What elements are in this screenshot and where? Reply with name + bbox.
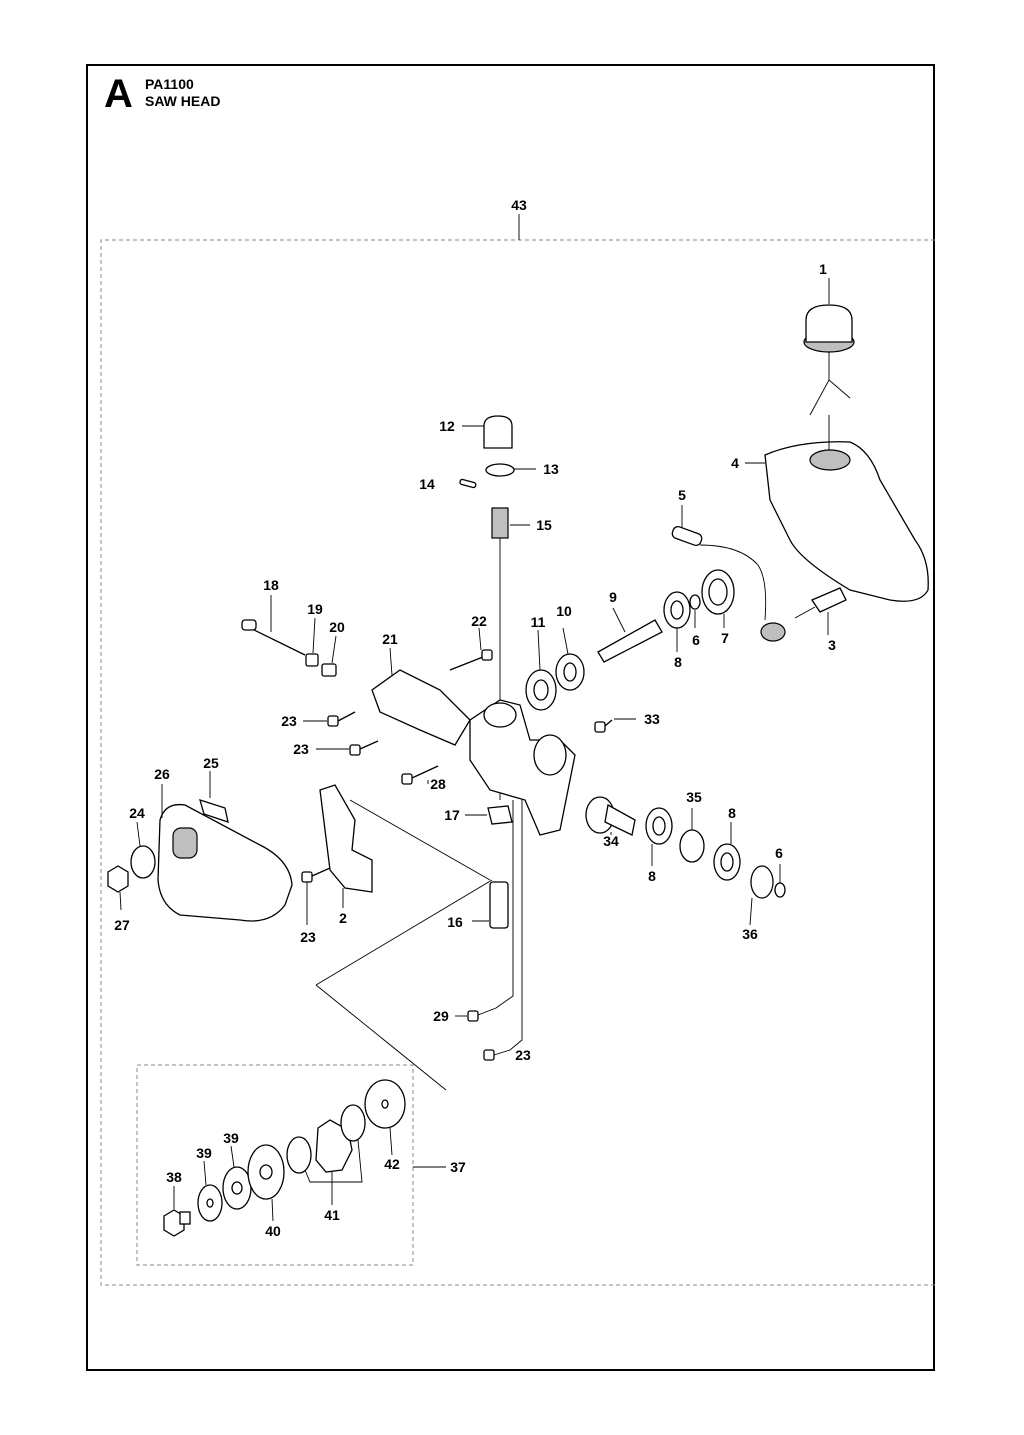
callout-1: 1 [819,261,827,277]
callout-27: 27 [114,917,130,933]
bearing-11-part [525,629,557,711]
page-title: SAW HEAD [145,93,221,109]
callout-4: 4 [731,455,739,471]
screw-23-a-part [303,711,356,727]
callout-13: 13 [543,461,559,477]
callout-23-a: 23 [281,713,297,729]
callout-25: 25 [203,755,219,771]
callout-8-upper: 8 [674,654,682,670]
bar-holder-21-part [371,647,471,746]
washer-24-part [130,821,156,879]
callout-37: 37 [450,1159,466,1175]
callout-22: 22 [471,613,487,629]
screw-29-part [455,800,514,1022]
washer-42-part [364,1079,406,1156]
callout-34: 34 [603,833,619,849]
bearing-10-part [555,627,585,691]
callout-12: 12 [439,418,455,434]
bearing-8-upper-part [663,591,691,652]
callout-26: 26 [154,766,170,782]
oil-hose-part [671,505,786,642]
oil-nipple-part [794,587,847,635]
screw-23-d-part [483,800,523,1061]
callout-17: 17 [444,807,460,823]
callout-18: 18 [263,577,279,593]
callout-11: 11 [531,614,546,630]
circlip-6-lower-part [774,864,786,898]
callout-24: 24 [129,805,145,821]
callout-43: 43 [511,197,527,213]
screw-33-part [594,718,636,733]
sleeve-16-part [472,881,509,929]
kit-connector-lines [315,799,493,1091]
pin-14-part [459,478,477,489]
callout-16: 16 [447,914,463,930]
shaft-34-part [585,796,636,836]
callout-7: 7 [721,630,729,646]
callout-29: 29 [433,1008,449,1024]
bearing-8-mid-part [645,807,673,866]
spring-25-part [199,771,229,823]
callout-23-b: 23 [293,741,309,757]
plate-2-part [319,784,373,908]
washer-39-b-part [222,1145,252,1210]
block-17-part [465,805,513,825]
adjuster-knob-12-part [462,415,513,449]
disc-40-part [247,1144,285,1222]
ring-36-part [749,865,774,926]
callout-2: 2 [339,910,347,926]
callout-15: 15 [536,517,552,533]
model-number: PA1100 [145,76,194,92]
gear-35-part [679,808,705,863]
sprocket-41-part [286,1104,366,1205]
seal-7-part [701,569,735,628]
bolt-38-part [163,1186,191,1237]
callout-36: 36 [742,926,758,942]
callout-42: 42 [384,1156,400,1172]
callout-33: 33 [644,711,660,727]
screw-23-b-part [316,740,379,756]
nut-19-part [305,617,319,667]
callout-5: 5 [678,487,686,503]
callout-6-lower: 6 [775,845,783,861]
circlip-6-upper-part [689,594,701,628]
callout-10: 10 [556,603,572,619]
assembly-43-boundary [100,239,935,1286]
callout-39-b: 39 [223,1130,239,1146]
washer-39-a-part [197,1160,223,1222]
screw-28-part [401,765,439,785]
callout-14: 14 [419,476,435,492]
spindle-part [597,607,663,663]
section-letter: A [104,72,133,116]
callout-40: 40 [265,1223,281,1239]
nut-27-part [107,865,129,911]
bearing-8-lower-part [713,822,741,881]
oil-tank-part [745,415,929,602]
cover-26-part [157,784,293,922]
o-ring-13-part [485,463,536,477]
callout-8-mid: 8 [648,868,656,884]
callout-28: 28 [430,776,446,792]
callout-38: 38 [166,1169,182,1185]
screw-22-part [449,627,493,671]
callout-19: 19 [307,601,323,617]
callout-20: 20 [329,619,345,635]
callout-23-c: 23 [300,929,316,945]
callout-39-a: 39 [196,1145,212,1161]
callout-41: 41 [324,1207,340,1223]
callout-21: 21 [382,631,398,647]
callout-35: 35 [686,789,702,805]
callout-6-upper: 6 [692,632,700,648]
page-frame [86,64,935,1371]
screw-23-c-part [301,867,331,925]
nut-20-part [321,635,337,677]
callout-23-d: 23 [515,1047,531,1063]
oil-cap-part [803,278,855,416]
bolt-18-part [241,595,306,656]
callout-8-lower: 8 [728,805,736,821]
callout-3: 3 [828,637,836,653]
callout-9: 9 [609,589,617,605]
gear-housing-part [469,699,576,836]
